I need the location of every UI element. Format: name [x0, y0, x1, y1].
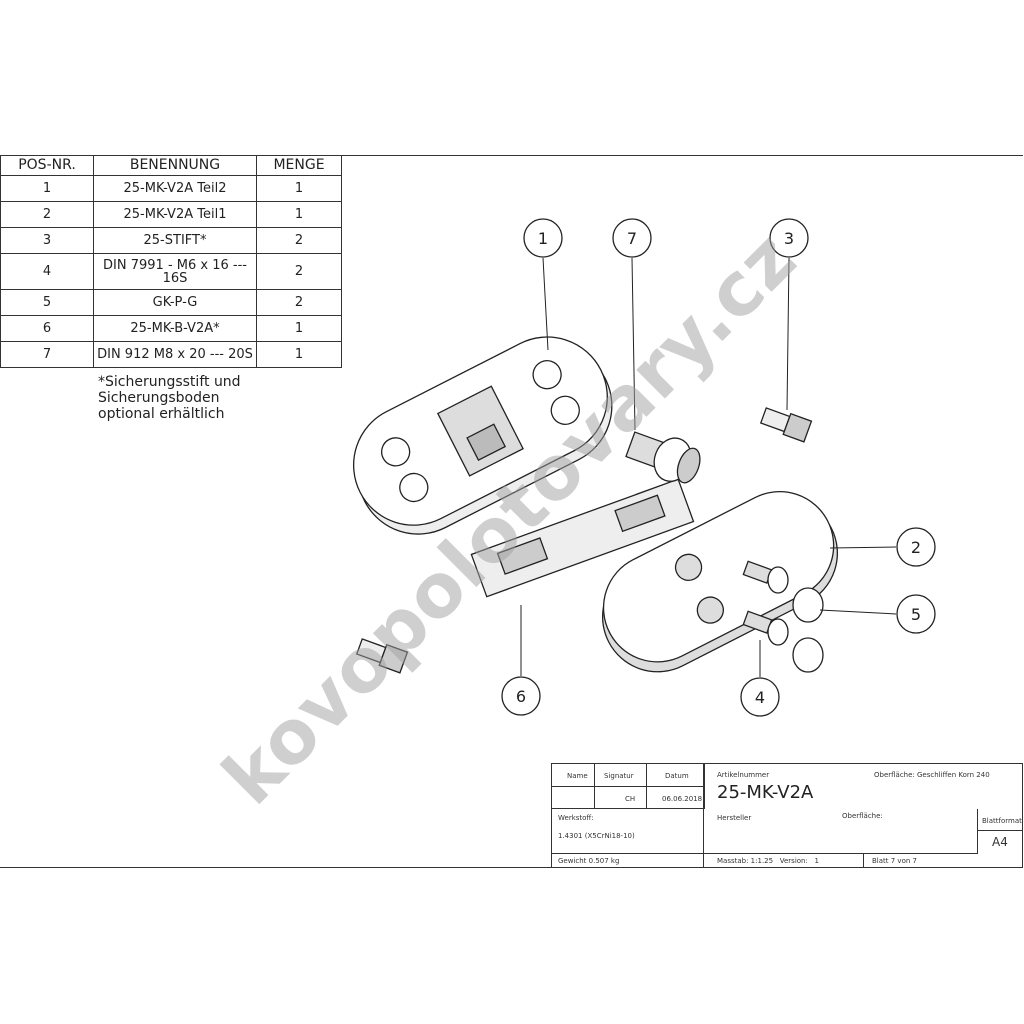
balloon [769, 218, 809, 258]
balloon-number: 1 [538, 229, 548, 248]
part-plate-teil1 [601, 490, 839, 673]
balloon-number: 2 [911, 538, 921, 557]
menge-cell: 2 [256, 289, 342, 316]
note-line: Sicherungsboden [98, 390, 220, 406]
balloon [523, 218, 563, 258]
balloon-number: 6 [516, 687, 526, 706]
datum-label: Datum [665, 772, 689, 780]
part-screw-din7991 [742, 560, 789, 594]
balloon-number: 7 [627, 229, 637, 248]
blattformat-label: Blattformat [982, 817, 1022, 825]
part-insert [470, 478, 695, 598]
blattformat: A4 [992, 835, 1008, 849]
balloon [896, 527, 936, 567]
balloon-number: 5 [911, 605, 921, 624]
col-menge: MENGE [256, 155, 342, 176]
part-cap [792, 587, 824, 623]
pos-cell: 7 [0, 341, 94, 368]
part-pin [759, 407, 813, 443]
benennung-cell: DIN 912 M8 x 20 --- 20S [93, 341, 257, 368]
part-plate-teil2 [352, 336, 613, 535]
balloon [612, 218, 652, 258]
benennung-cell: DIN 7991 - M6 x 16 --- 16S [93, 253, 257, 290]
note-line: optional erhältlich [98, 406, 225, 422]
benennung-cell: 25-MK-V2A Teil1 [93, 201, 257, 228]
artikelnummer: 25-MK-V2A [717, 782, 814, 803]
werkstoff: 1.4301 (X5CrNi18-10) [558, 832, 635, 840]
datum-value: 06.06.2018 [662, 795, 703, 803]
balloon [740, 677, 780, 717]
balloon [501, 676, 541, 716]
table-header-row: POS-NR. BENENNUNG MENGE [0, 155, 342, 176]
oberflaeche-label: Oberfläche: [842, 812, 883, 820]
note-line: *Sicherungsstift und [98, 374, 241, 390]
parts-note: *Sicherungsstift und Sicherungsboden opt… [98, 374, 241, 422]
signatur-label: Signatur [604, 772, 634, 780]
col-pos: POS-NR. [0, 155, 94, 176]
name-label: Name [567, 772, 588, 780]
menge-cell: 1 [256, 201, 342, 228]
part-screw-din7991 [742, 610, 789, 646]
menge-cell: 2 [256, 227, 342, 254]
benennung-cell: 25-MK-B-V2A* [93, 315, 257, 342]
pos-cell: 6 [0, 315, 94, 342]
massstab: Masstab: 1:1.25 Version: 1 [717, 857, 819, 865]
menge-cell: 1 [256, 341, 342, 368]
balloon [896, 594, 936, 634]
balloon-number: 4 [755, 688, 765, 707]
part-pin [355, 638, 409, 674]
artikelnummer-label: Artikelnummer [717, 771, 770, 779]
sheet-frame [0, 155, 1023, 868]
menge-cell: 2 [256, 253, 342, 290]
part-cap [792, 637, 824, 673]
gewicht: Gewicht 0.507 kg [558, 857, 620, 865]
title-block: Name Signatur Datum CH 06.06.2018 Artike… [551, 763, 1023, 868]
pos-cell: 3 [0, 227, 94, 254]
part-bolt-din912 [625, 431, 701, 484]
oberflaeche-top: Oberfläche: Geschliffen Korn 240 [874, 771, 990, 779]
balloon-number: 3 [784, 229, 794, 248]
blatt: Blatt 7 von 7 [872, 857, 917, 865]
hersteller-label: Hersteller [717, 814, 752, 822]
pos-cell: 5 [0, 289, 94, 316]
werkstoff-label: Werkstoff: [558, 814, 594, 822]
signatur-value: CH [625, 795, 636, 803]
